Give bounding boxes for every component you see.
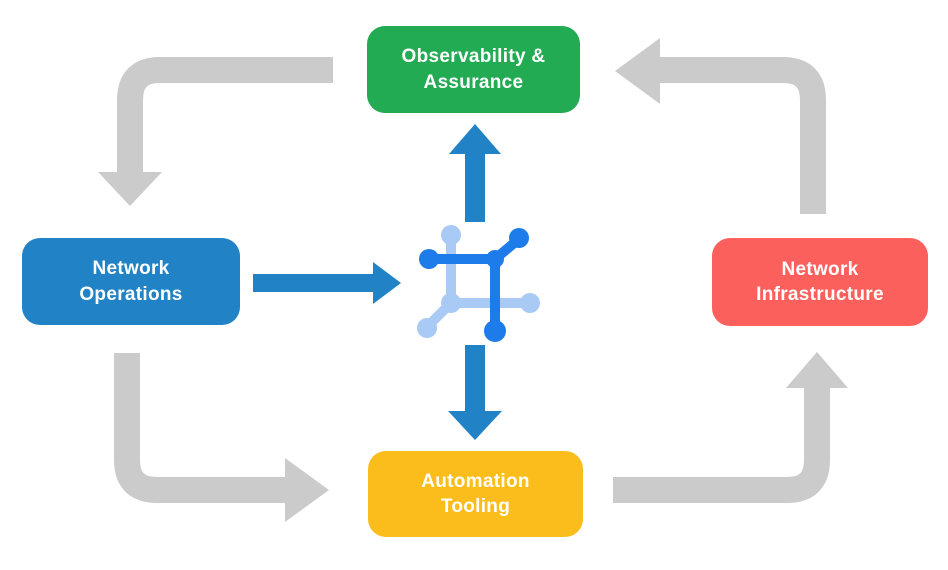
node-operations-label: Network Operations (79, 258, 183, 305)
node-infrastructure-label: Network Infrastructure (756, 258, 884, 305)
node-network-infrastructure: Network Infrastructure (712, 238, 928, 326)
flow-arrow-center-to-observability (449, 124, 501, 222)
node-automation-tooling: Automation Tooling (368, 451, 583, 537)
cycle-arrow-infrastructure-to-observability (615, 38, 826, 214)
arrow-up-head (786, 352, 848, 388)
cycle-arrow-operations-to-automation (114, 353, 329, 522)
arrow-left-head (615, 38, 660, 104)
cycle-arrow-automation-to-infrastructure (613, 352, 848, 503)
node-observability-label: Observability & Assurance (401, 46, 546, 93)
cycle-arrow-observability-to-operations (98, 57, 333, 206)
arrow-down-head (98, 172, 162, 206)
arrow-down-head (448, 411, 502, 440)
arrow-right-head (373, 262, 401, 304)
arrow-right-head (285, 458, 329, 522)
arrow-up-head (449, 124, 501, 154)
network-mesh-icon (417, 225, 540, 342)
flow-arrow-operations-to-center (253, 262, 401, 304)
flow-arrow-center-to-automation (448, 345, 502, 440)
node-observability-assurance: Observability & Assurance (367, 26, 580, 113)
node-automation-label: Automation Tooling (421, 470, 530, 517)
node-network-operations: Network Operations (22, 238, 240, 325)
